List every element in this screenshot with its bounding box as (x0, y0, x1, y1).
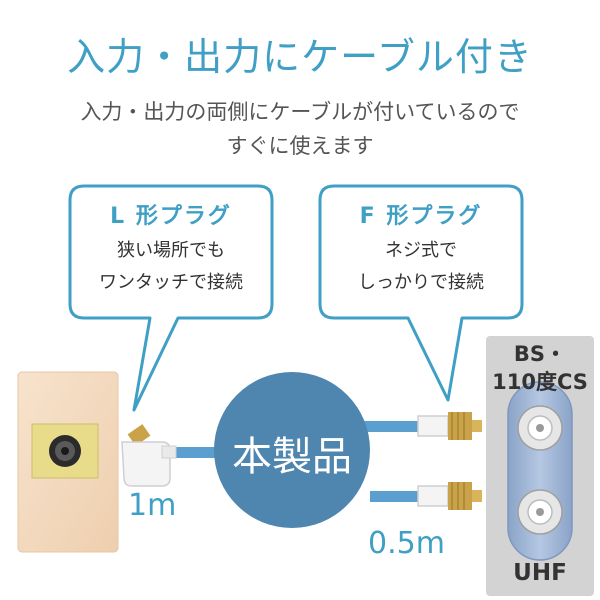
callout-left (68, 184, 274, 412)
bs-cs-label: BS・ 110度CS (486, 340, 594, 396)
terminal-panel (486, 336, 594, 596)
bs-label-line-2: 110度CS (492, 370, 588, 394)
f-plug-title: F 形プラグ (359, 204, 483, 229)
output-cable-length: 0.5m (368, 526, 445, 561)
uhf-label: UHF (513, 560, 567, 586)
cable-output-top (360, 421, 420, 432)
l-plug-line-1: 狭い場所でも (117, 240, 225, 261)
input-cable-length: 1m (128, 488, 177, 523)
l-plug-title: L 形プラグ (110, 204, 232, 229)
product-circle (214, 372, 370, 528)
f-plug-top (417, 412, 482, 440)
page-title: 入力・出力にケーブル付き (67, 35, 533, 79)
bs-label-line-1: BS・ (513, 342, 567, 366)
f-plug-bottom (417, 482, 482, 510)
cable-output-bottom (370, 491, 420, 502)
subtitle-line-1: 入力・出力の両側にケーブルが付いているので (80, 100, 520, 124)
wall-plate (17, 371, 119, 553)
l-plug (121, 424, 177, 487)
cable-input (170, 447, 230, 458)
f-plug-line-1: ネジ式で (385, 240, 457, 261)
f-plug-line-2: しっかりで接続 (358, 272, 484, 293)
product-label: 本製品 (232, 434, 352, 480)
subtitle-line-2: すぐに使えます (226, 134, 374, 158)
callout-right (318, 184, 524, 402)
l-plug-line-2: ワンタッチで接続 (99, 272, 243, 293)
